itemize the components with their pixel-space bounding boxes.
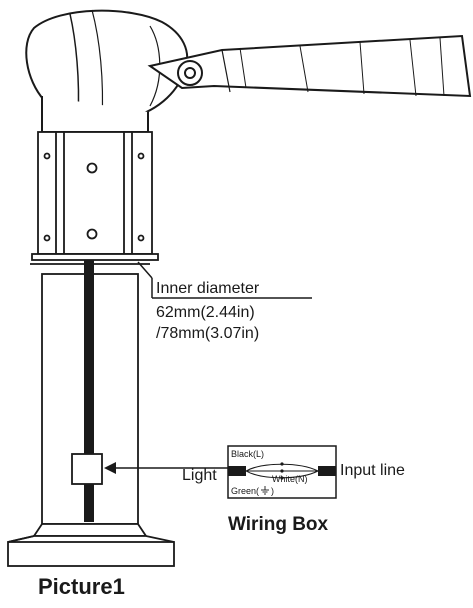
wiring-box-caption: Wiring Box <box>228 514 329 535</box>
wire-white-label: White(N) <box>272 474 308 484</box>
svg-text:): ) <box>271 486 274 496</box>
picture-caption: Picture1 <box>38 574 125 599</box>
bolt-lower <box>86 228 98 240</box>
junction-box <box>71 453 103 485</box>
pole-base <box>7 523 175 567</box>
bracket <box>31 131 159 261</box>
wire-green-label: Green( <box>231 486 259 496</box>
cable <box>84 260 94 522</box>
diameter-62mm-label: 62mm(2.44in) <box>156 304 255 321</box>
input-line-label: Input line <box>340 462 405 479</box>
wiring-box: Black(L) White(N) Green( ) <box>227 445 337 499</box>
ground-icon <box>261 486 269 495</box>
diameter-leader <box>137 261 312 299</box>
arm-pivot-inner <box>184 67 196 79</box>
wiring-terminal-right <box>318 466 336 476</box>
wire-black-label: Black(L) <box>231 449 264 459</box>
inner-diameter-label: Inner diameter <box>156 280 260 297</box>
junction-arrow <box>104 462 228 474</box>
diameter-78mm-label: /78mm(3.07in) <box>156 325 259 342</box>
bolt-upper <box>86 162 98 174</box>
wiring-terminal-left <box>228 466 246 476</box>
light-label: Light <box>182 467 217 484</box>
lamp-arm <box>147 34 472 98</box>
